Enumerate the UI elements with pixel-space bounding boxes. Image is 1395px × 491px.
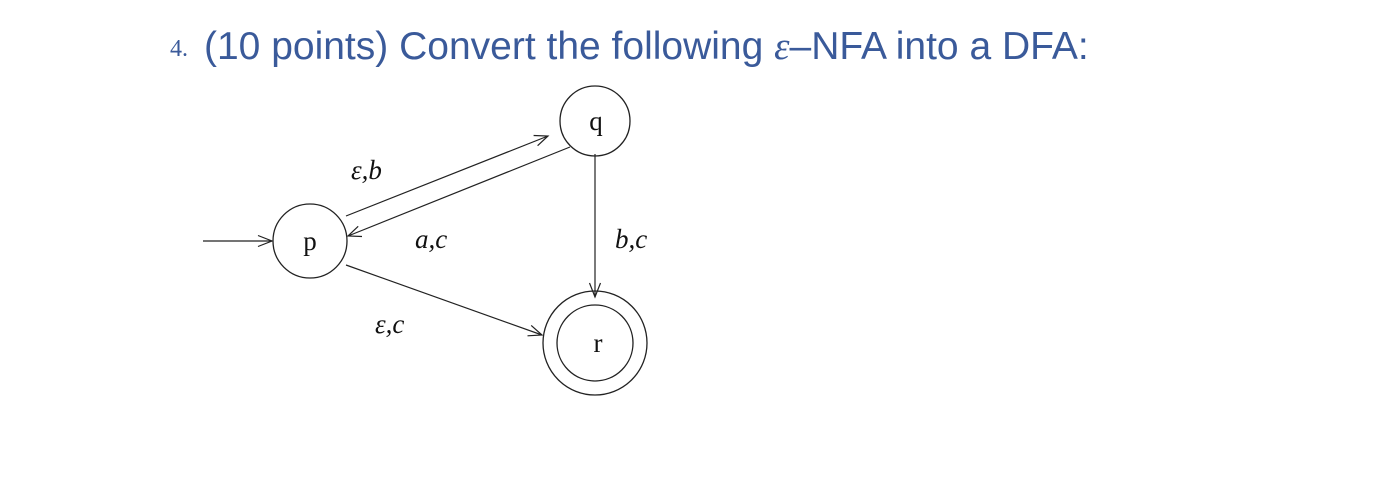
edge-q-to-p — [346, 146, 571, 238]
edge-label-p-to-r: ε,c — [375, 309, 404, 339]
start-arrow — [203, 234, 274, 248]
state-r: r — [542, 290, 648, 396]
epsilon-symbol: ε — [774, 25, 790, 68]
edge-label-p-to-q: ε,b — [351, 155, 382, 185]
edge-p-to-q — [345, 134, 550, 217]
problem-points: (10 points) — [204, 25, 389, 68]
state-p: p — [272, 203, 348, 279]
problem-number: 4. — [170, 36, 188, 62]
state-r-label: r — [594, 328, 603, 358]
accepting-ring — [556, 304, 634, 382]
problem-text-after: –NFA into a DFA: — [789, 25, 1089, 68]
edge-q-to-r — [588, 154, 602, 299]
state-q-label: q — [589, 106, 603, 136]
edge-p-to-r — [345, 264, 544, 337]
problem-text-before: Convert the following — [388, 25, 775, 68]
state-q: q — [559, 85, 631, 157]
edge-label-q-to-r: b,c — [615, 224, 647, 254]
state-p-label: p — [303, 226, 317, 256]
edge-label-q-to-p: a,c — [415, 224, 447, 254]
problem-heading: 4. (10 points) Convert the following ε–NF… — [170, 22, 1089, 72]
